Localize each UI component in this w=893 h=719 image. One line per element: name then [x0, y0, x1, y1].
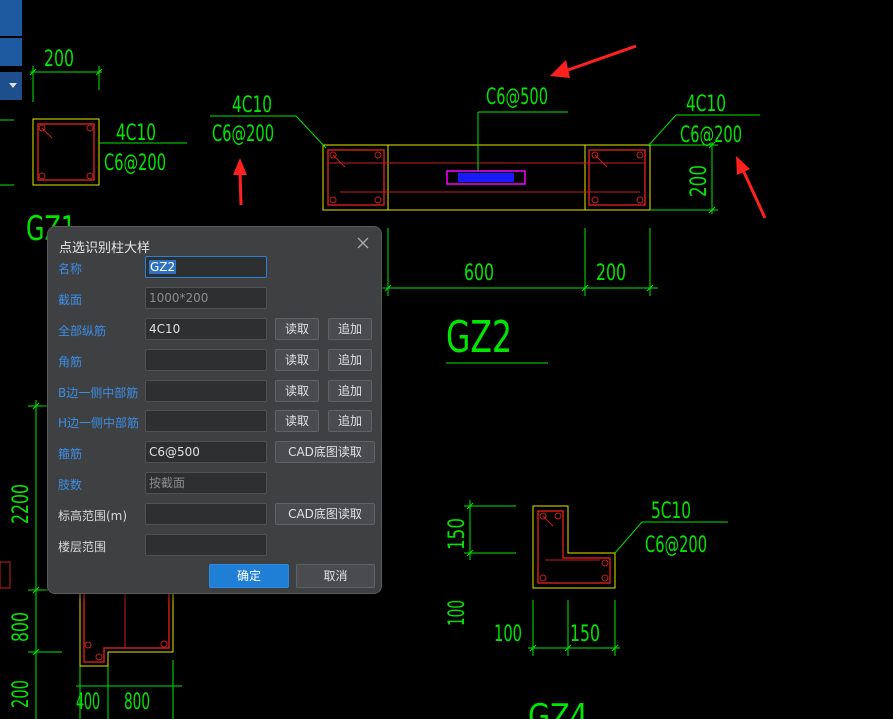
field-label-name: 名称 — [58, 262, 83, 276]
name-input-value: GZ2 — [149, 260, 177, 274]
field-row-stirrup: 箍筋 CAD底图读取 — [48, 441, 381, 465]
center-stirrup-label: C6@500 — [486, 85, 548, 110]
field-label-legs: 肢数 — [58, 478, 83, 492]
section-input[interactable] — [145, 287, 267, 309]
dim-label-150-horizontal: 150 — [570, 622, 600, 647]
all-rebar-append-button[interactable]: 追加 — [328, 318, 372, 340]
h-side-rebar-append-button[interactable]: 追加 — [328, 410, 372, 432]
floor-input[interactable] — [145, 534, 267, 556]
dim-label-100-vertical: 100 — [445, 600, 470, 626]
b-side-rebar-read-button[interactable]: 读取 — [275, 380, 319, 402]
b-side-rebar-input[interactable] — [145, 380, 267, 402]
left-col-rebar-label: 4C10 — [116, 121, 156, 146]
stirrup-input[interactable] — [145, 441, 267, 463]
l-stirrup-label: C6@200 — [645, 533, 707, 558]
field-row-all-rebar: 全部纵筋 读取 追加 — [48, 318, 381, 342]
dim-label-vertical: 200 — [687, 165, 712, 197]
field-row-b-side-rebar: B边一侧中部筋 读取 追加 — [48, 380, 381, 404]
all-rebar-read-button[interactable]: 读取 — [275, 318, 319, 340]
leader-left — [210, 115, 327, 149]
field-label-corner-rebar: 角筋 — [58, 355, 83, 369]
column-name-label: GZ2 — [446, 312, 512, 363]
field-label-h-side-rebar: H边一侧中部筋 — [58, 416, 140, 430]
dim-label-100-horizontal: 100 — [494, 622, 522, 647]
field-row-elevation: 标高范围(m) CAD底图读取 — [48, 503, 381, 527]
h-side-rebar-input[interactable] — [145, 410, 267, 432]
b-side-rebar-append-button[interactable]: 追加 — [328, 380, 372, 402]
red-marker — [0, 561, 11, 589]
dim-left-bottom — [28, 400, 182, 719]
h-side-rebar-read-button[interactable]: 读取 — [275, 410, 319, 432]
dim-right-vertical — [650, 141, 718, 214]
dim-label-800-horizontal: 800 — [124, 690, 150, 715]
left-col-stirrup-label: C6@200 — [104, 151, 166, 176]
field-row-section: 截面 — [48, 287, 381, 311]
mid-left-rebar-label: 4C10 — [232, 93, 272, 118]
dropdown-arrow-icon — [9, 83, 17, 88]
toolbar-panel-top[interactable] — [0, 0, 22, 36]
toolbar-dropdown[interactable] — [0, 72, 22, 100]
close-icon[interactable] — [355, 235, 371, 251]
dim-label-150-vertical: 150 — [445, 518, 470, 550]
l-column-section — [532, 505, 728, 589]
field-label-b-side-rebar: B边一侧中部筋 — [58, 386, 139, 400]
right-rebar-label: 4C10 — [686, 92, 726, 117]
mid-left-stirrup-label: C6@200 — [212, 122, 274, 147]
gz2-section — [322, 111, 651, 211]
name-input[interactable]: GZ2 — [145, 256, 267, 278]
field-label-stirrup: 箍筋 — [58, 447, 83, 461]
toolbar-panel-mid[interactable] — [0, 38, 22, 66]
field-label-all-rebar: 全部纵筋 — [58, 324, 107, 338]
dim-label-200-bottom: 200 — [596, 261, 626, 286]
dim-label-800-vertical: 800 — [9, 612, 34, 642]
field-row-corner-rebar: 角筋 读取 追加 — [48, 349, 381, 373]
cancel-button[interactable]: 取消 — [296, 564, 375, 588]
dialog-title: 点选识别柱大样 — [59, 241, 151, 256]
ok-button[interactable]: 确定 — [209, 564, 289, 588]
legs-input[interactable] — [145, 472, 267, 494]
lower-left-column — [79, 592, 174, 667]
leader-right — [647, 114, 760, 147]
column-detail-dialog: 点选识别柱大样 名称 GZ2 截面 全部纵筋 读取 追加 角筋 读取 追加 B边… — [47, 226, 382, 594]
all-rebar-input[interactable] — [145, 318, 267, 340]
right-stirrup-label: C6@200 — [680, 123, 742, 148]
dim-group-topleft — [29, 66, 103, 102]
dim-label-2200: 2200 — [9, 484, 34, 524]
stirrup-cad-read-button[interactable]: CAD底图读取 — [275, 441, 375, 463]
field-row-name: 名称 GZ2 — [48, 256, 381, 280]
corner-rebar-input[interactable] — [145, 349, 267, 371]
field-row-floor: 楼层范围 — [48, 534, 381, 558]
l-rebar-label: 5C10 — [651, 499, 691, 524]
dim-label: 200 — [44, 47, 74, 72]
annotation-arrows — [233, 44, 767, 219]
field-row-h-side-rebar: H边一侧中部筋 读取 追加 — [48, 410, 381, 434]
left-column-section — [0, 118, 187, 186]
field-label-section: 截面 — [58, 293, 83, 307]
dim-l-column — [464, 500, 620, 656]
elevation-cad-read-button[interactable]: CAD底图读取 — [275, 503, 375, 525]
corner-rebar-read-button[interactable]: 读取 — [275, 349, 319, 371]
field-label-floor: 楼层范围 — [58, 540, 107, 554]
field-row-legs: 肢数 — [48, 472, 381, 496]
dim-label-600: 600 — [464, 261, 494, 286]
partial-column-label-bottom: GZ4 — [528, 697, 588, 719]
dim-label-200-vertical-bottom: 200 — [9, 680, 34, 708]
field-label-elevation: 标高范围(m) — [58, 509, 128, 523]
elevation-input[interactable] — [145, 503, 267, 525]
dim-bottom-gz2 — [382, 228, 658, 296]
dim-label-400: 400 — [76, 690, 100, 715]
corner-rebar-append-button[interactable]: 追加 — [328, 349, 372, 371]
